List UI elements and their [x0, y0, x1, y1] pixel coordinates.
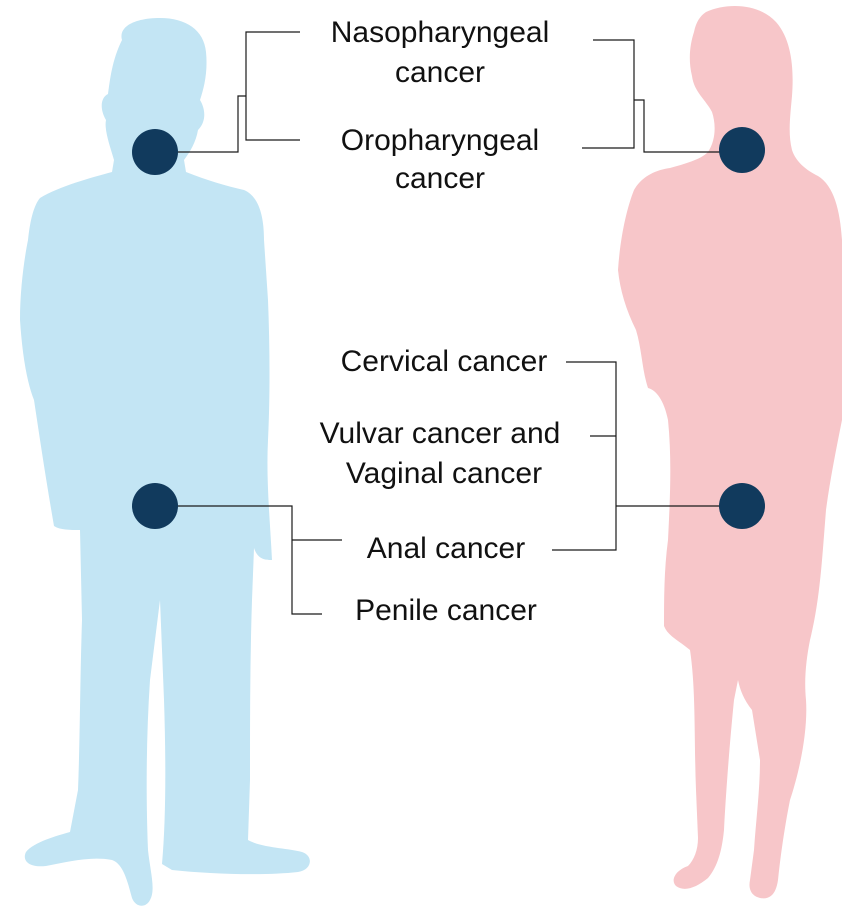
label-cervical: Cervical cancer [341, 345, 548, 378]
male-pelvis-marker [132, 483, 178, 529]
label-vulvar-line2: Vaginal cancer [346, 457, 542, 490]
label-oropharyngeal-line2: cancer [395, 162, 485, 195]
male-neck-marker [132, 129, 178, 175]
label-vulvar-line1: Vulvar cancer and [320, 417, 561, 450]
connector-nasopharyngeal-right [582, 40, 634, 148]
female-pelvis-marker [719, 483, 765, 529]
label-nasopharyngeal-line1: Nasopharyngeal [331, 16, 549, 49]
label-oropharyngeal-line1: Oropharyngeal [341, 124, 539, 157]
labels: Nasopharyngeal cancer Oropharyngeal canc… [320, 16, 561, 627]
connector-female-neck [634, 100, 722, 152]
label-penile: Penile cancer [355, 594, 537, 627]
female-neck-marker [719, 127, 765, 173]
connector-nasopharyngeal-left [246, 32, 300, 140]
connector-female-pelvis-bracket [552, 362, 616, 550]
label-nasopharyngeal-line2: cancer [395, 56, 485, 89]
label-anal: Anal cancer [367, 532, 525, 565]
